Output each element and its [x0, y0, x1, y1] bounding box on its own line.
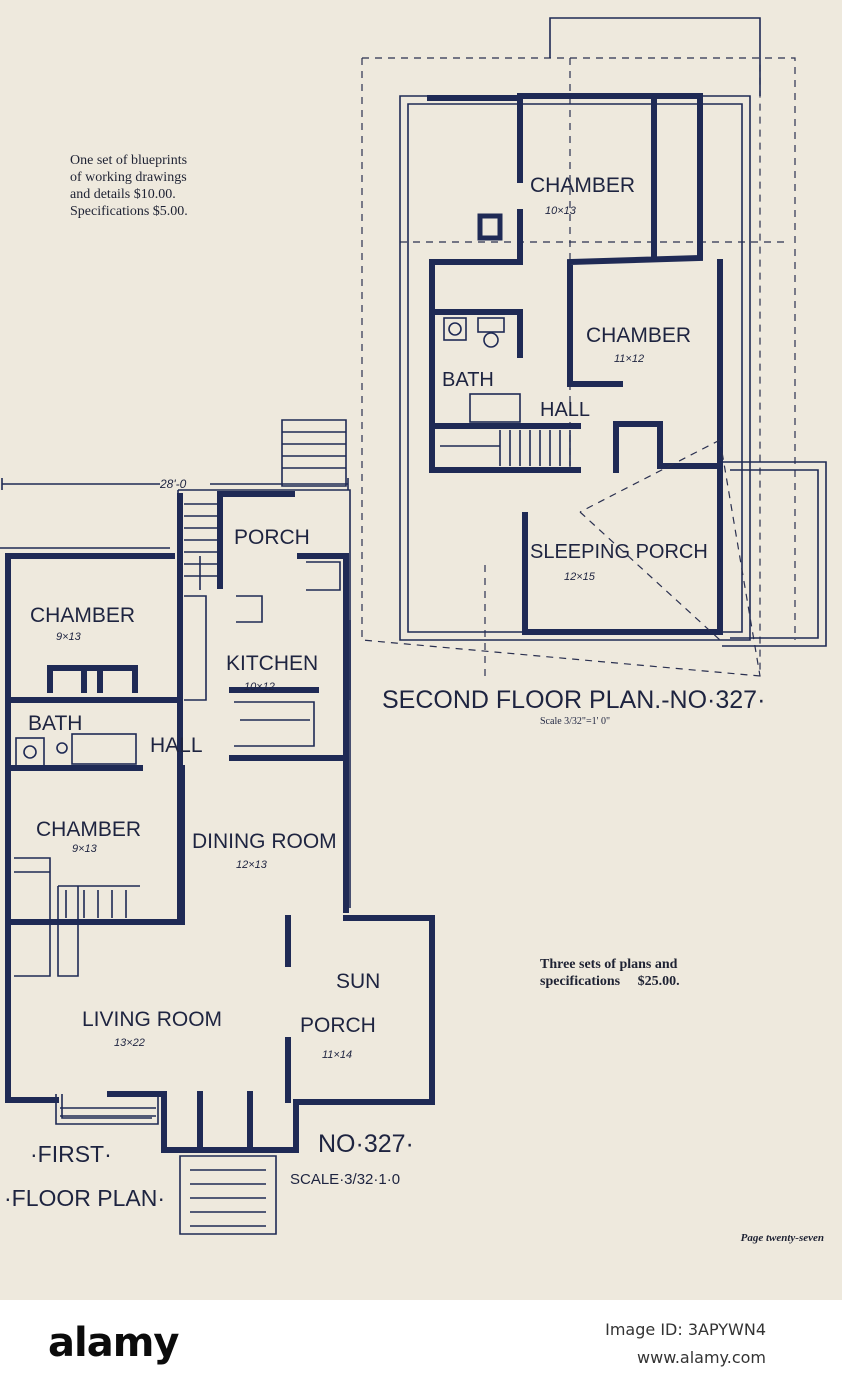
- second-floor-title: SECOND FLOOR PLAN.-NO·327·: [382, 686, 765, 714]
- dimension-label: 28'-0: [159, 477, 187, 491]
- first-floor-plan-number: NO·327·: [318, 1130, 414, 1158]
- room-dim-sleeping-porch: 12×15: [564, 571, 596, 583]
- room-label-kitchen: KITCHEN: [226, 652, 318, 675]
- second-floor-walls: [427, 93, 723, 635]
- room-label-bath-lower: BATH: [28, 712, 82, 735]
- stock-footer: alamy Image ID: 3APYWN4 www.alamy.com: [0, 1300, 842, 1390]
- sleeping-porch-roof-lines: [579, 439, 761, 677]
- room-dim-chamber-upper: 10×13: [545, 205, 577, 217]
- second-floor-windows: [431, 95, 721, 633]
- kitchen-fixtures: [184, 561, 341, 747]
- room-dim-sun-porch: 11×14: [322, 1049, 352, 1061]
- room-label-chamber-right: CHAMBER: [586, 324, 691, 347]
- second-floor-dormer-line: [484, 58, 571, 676]
- room-label-sun-porch: PORCH: [300, 1014, 376, 1037]
- room-label-hall-upper: HALL: [540, 399, 590, 421]
- room-label-chamber-bottom: CHAMBER: [36, 818, 141, 841]
- chimney-outline: [549, 17, 761, 96]
- porch-stairs: [184, 503, 218, 577]
- room-label-chamber-upper: CHAMBER: [530, 174, 635, 197]
- note-line: specifications $25.00.: [540, 974, 680, 989]
- room-dim-chamber-top: 9×13: [56, 631, 82, 643]
- first-floor-title-line1: ·FIRST·: [30, 1141, 112, 1167]
- room-label-porch: PORCH: [234, 526, 310, 549]
- alamy-logo[interactable]: alamy: [48, 1320, 179, 1366]
- room-label-bath-upper: BATH: [442, 369, 494, 391]
- first-floor-plan: 28'-0 PORCH CHAMBER: [0, 419, 435, 1235]
- second-floor-plan: CHAMBER 10×13 CHAMBER 11×12 BATH HALL SL…: [361, 17, 827, 727]
- room-label-dining-room: DINING ROOM: [192, 830, 337, 853]
- three-sets-price-note: Three sets of plans and specifications $…: [540, 956, 680, 990]
- note-line: of working drawings: [70, 170, 187, 185]
- back-steps: [281, 419, 347, 487]
- dimension-line: [1, 478, 349, 490]
- first-floor-stairs: [14, 857, 140, 977]
- first-floor-scale: SCALE·3/32·1·0: [290, 1171, 400, 1188]
- note-line: One set of blueprints: [70, 153, 188, 168]
- room-label-sun: SUN: [336, 970, 380, 993]
- note-line: Specifications $5.00.: [70, 204, 188, 219]
- room-dim-chamber-right: 11×12: [614, 353, 644, 365]
- room-dim-living-room: 13×22: [114, 1037, 145, 1049]
- note-line: Three sets of plans and: [540, 957, 678, 972]
- front-steps: [179, 1155, 277, 1235]
- second-floor-stairs: [440, 430, 571, 466]
- page-number: Page twenty-seven: [740, 1232, 824, 1244]
- room-label-chamber-top: CHAMBER: [30, 604, 135, 627]
- second-floor-roof-outline: [361, 57, 796, 677]
- blueprint-price-note: One set of blueprints of working drawing…: [70, 152, 188, 220]
- room-label-living-room: LIVING ROOM: [82, 1008, 222, 1031]
- room-label-hall-lower: HALL: [150, 734, 203, 757]
- catalog-page: CHAMBER 10×13 CHAMBER 11×12 BATH HALL SL…: [0, 0, 842, 1300]
- first-floor-windows: [7, 556, 433, 1117]
- front-bay: [55, 1094, 159, 1125]
- sleeping-porch-extension: [722, 461, 827, 647]
- room-dim-chamber-bottom: 9×13: [72, 843, 98, 855]
- second-floor-scale: Scale 3/32"=1' 0": [540, 716, 610, 727]
- note-line: and details $10.00.: [70, 187, 176, 202]
- floor-plans-drawing: CHAMBER 10×13 CHAMBER 11×12 BATH HALL SL…: [0, 17, 827, 1235]
- room-dim-dining-room: 12×13: [236, 859, 268, 871]
- room-label-sleeping-porch: SLEEPING PORCH: [530, 541, 708, 563]
- room-dim-kitchen: 10×12: [244, 681, 275, 693]
- image-id: Image ID: 3APYWN4: [605, 1320, 766, 1339]
- site-url[interactable]: www.alamy.com: [637, 1348, 766, 1367]
- first-floor-title-line2: ·FLOOR PLAN·: [4, 1185, 165, 1211]
